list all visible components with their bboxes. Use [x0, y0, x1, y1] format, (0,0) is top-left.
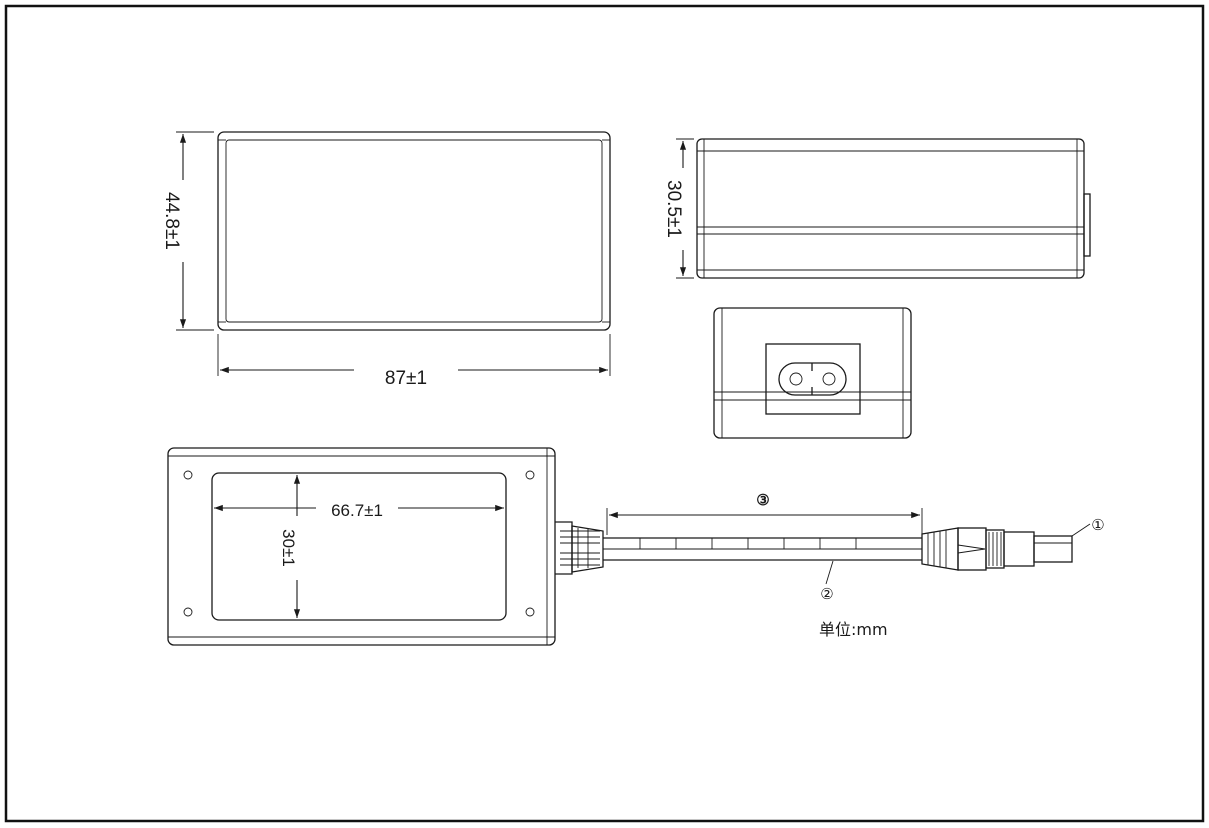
- top-view: [217, 131, 611, 331]
- c8-inlet-icon: [778, 362, 847, 396]
- callout-3: ③: [756, 491, 769, 509]
- callout-cable: ②: [820, 560, 834, 603]
- dc-cable: [603, 537, 922, 561]
- dim-44-8-label: 44.8±1: [161, 192, 182, 250]
- unit-note: 单位:mm: [819, 620, 888, 639]
- dim-cable-length: ③: [606, 491, 923, 535]
- bottom-view: [167, 447, 556, 646]
- callout-dc-plug: ①: [1071, 516, 1105, 537]
- dim-66-7-label: 66.7±1: [331, 501, 383, 520]
- dc-plug: [921, 527, 1073, 571]
- callout-2: ②: [820, 585, 833, 603]
- callout-1: ①: [1091, 516, 1104, 534]
- drawing-frame: [4, 4, 1205, 823]
- dim-30-label: 30±1: [279, 529, 298, 567]
- dim-side-height: 30.5±1: [662, 138, 694, 279]
- dim-label-width: 66.7±1: [214, 496, 504, 520]
- dim-30-5-label: 30.5±1: [663, 180, 684, 238]
- end-view: [713, 307, 912, 439]
- side-view: [696, 138, 1091, 279]
- dim-top-length: 87±1: [217, 334, 611, 389]
- dim-top-width: 44.8±1: [160, 131, 214, 331]
- dim-87-label: 87±1: [385, 368, 427, 389]
- strain-relief: [555, 521, 604, 575]
- dim-label-height: 30±1: [279, 475, 306, 618]
